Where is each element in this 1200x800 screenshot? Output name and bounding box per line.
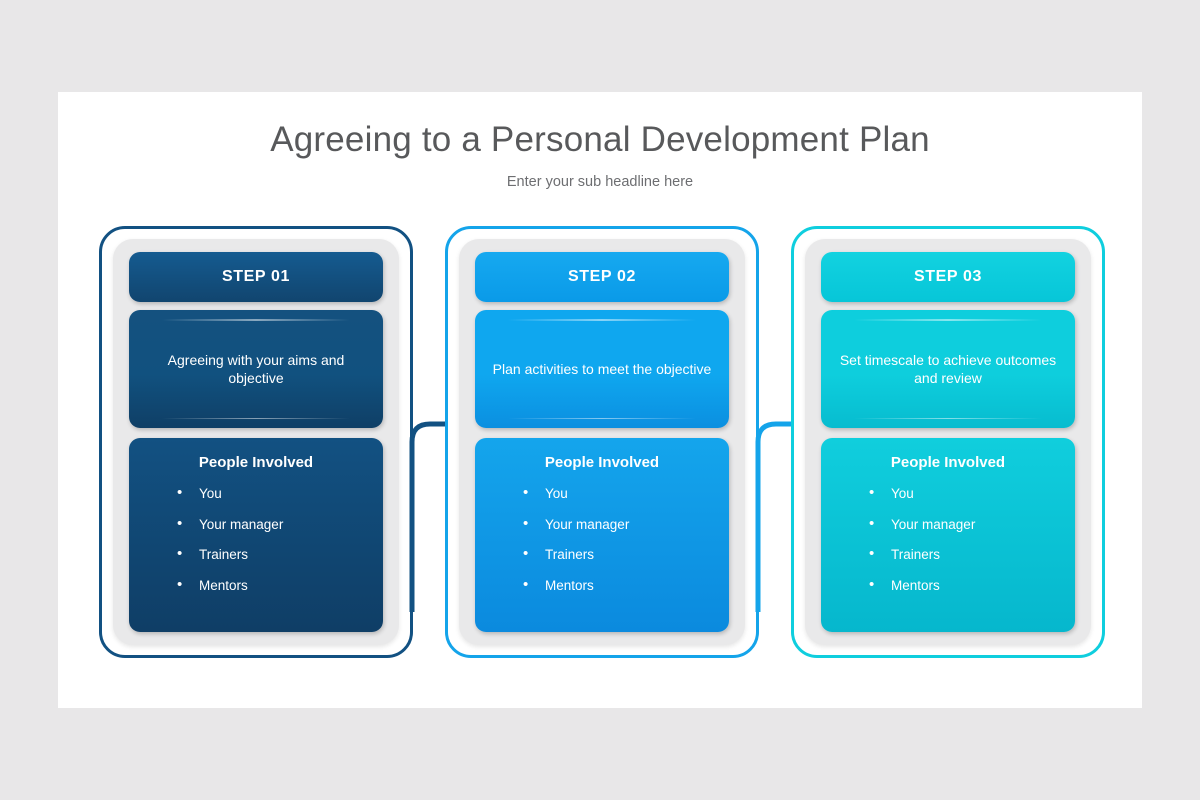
step-label-1: STEP 01 — [222, 268, 290, 285]
step-label-2: STEP 02 — [568, 268, 636, 285]
step-description-card-2[interactable]: Plan activities to meet the objective — [475, 310, 729, 428]
people-title-2: People Involved — [544, 454, 660, 471]
list-item: Mentors — [177, 577, 383, 593]
people-card-3[interactable]: People Involved You Your manager Trainer… — [821, 438, 1075, 632]
step-column-2[interactable]: STEP 02 Plan activities to meet the obje… — [445, 226, 759, 658]
step-card-stack-2: STEP 02 Plan activities to meet the obje… — [475, 252, 729, 632]
step-header-card-1[interactable]: STEP 01 — [129, 252, 383, 302]
list-item: Your manager — [869, 516, 1075, 532]
list-item: Trainers — [523, 546, 729, 562]
page-title: Agreeing to a Personal Development Plan — [270, 120, 930, 159]
list-item: You — [177, 485, 383, 501]
list-item: Mentors — [523, 577, 729, 593]
list-item: Mentors — [869, 577, 1075, 593]
step-description-3: Set timescale to achieve outcomes and re… — [839, 351, 1057, 386]
list-item: Your manager — [523, 516, 729, 532]
step-label-3: STEP 03 — [914, 268, 982, 285]
step-card-stack-1: STEP 01 Agreeing with your aims and obje… — [129, 252, 383, 632]
list-item: You — [523, 485, 729, 501]
step-description-2: Plan activities to meet the objective — [492, 360, 712, 377]
step-description-card-1[interactable]: Agreeing with your aims and objective — [129, 310, 383, 428]
step-description-1: Agreeing with your aims and objective — [167, 351, 345, 386]
sheen-bottom-icon-3 — [854, 417, 1042, 419]
steps-container: STEP 01 Agreeing with your aims and obje… — [58, 226, 1142, 666]
slide-canvas: Agreeing to a Personal Development Plan … — [58, 92, 1142, 708]
people-card-2[interactable]: People Involved You Your manager Trainer… — [475, 438, 729, 632]
step-column-3[interactable]: STEP 03 Set timescale to achieve outcome… — [791, 226, 1105, 658]
step-header-card-2[interactable]: STEP 02 — [475, 252, 729, 302]
sheen-top-icon-3 — [854, 319, 1042, 321]
people-list-1: You Your manager Trainers Mentors — [129, 485, 383, 593]
sheen-top-icon-2 — [508, 319, 696, 321]
list-item: You — [869, 485, 1075, 501]
step-description-card-3[interactable]: Set timescale to achieve outcomes and re… — [821, 310, 1075, 428]
step-card-stack-3: STEP 03 Set timescale to achieve outcome… — [821, 252, 1075, 632]
list-item: Trainers — [869, 546, 1075, 562]
people-title-3: People Involved — [890, 454, 1006, 471]
people-list-3: You Your manager Trainers Mentors — [821, 485, 1075, 593]
list-item: Your manager — [177, 516, 383, 532]
people-list-2: You Your manager Trainers Mentors — [475, 485, 729, 593]
sheen-bottom-icon-2 — [508, 417, 696, 419]
step-header-card-3[interactable]: STEP 03 — [821, 252, 1075, 302]
people-card-1[interactable]: People Involved You Your manager Trainer… — [129, 438, 383, 632]
page-subtitle: Enter your sub headline here — [506, 174, 694, 190]
people-title-1: People Involved — [198, 454, 314, 471]
list-item: Trainers — [177, 546, 383, 562]
sheen-bottom-icon-1 — [162, 417, 350, 419]
sheen-top-icon-1 — [162, 319, 350, 321]
step-column-1[interactable]: STEP 01 Agreeing with your aims and obje… — [99, 226, 413, 658]
